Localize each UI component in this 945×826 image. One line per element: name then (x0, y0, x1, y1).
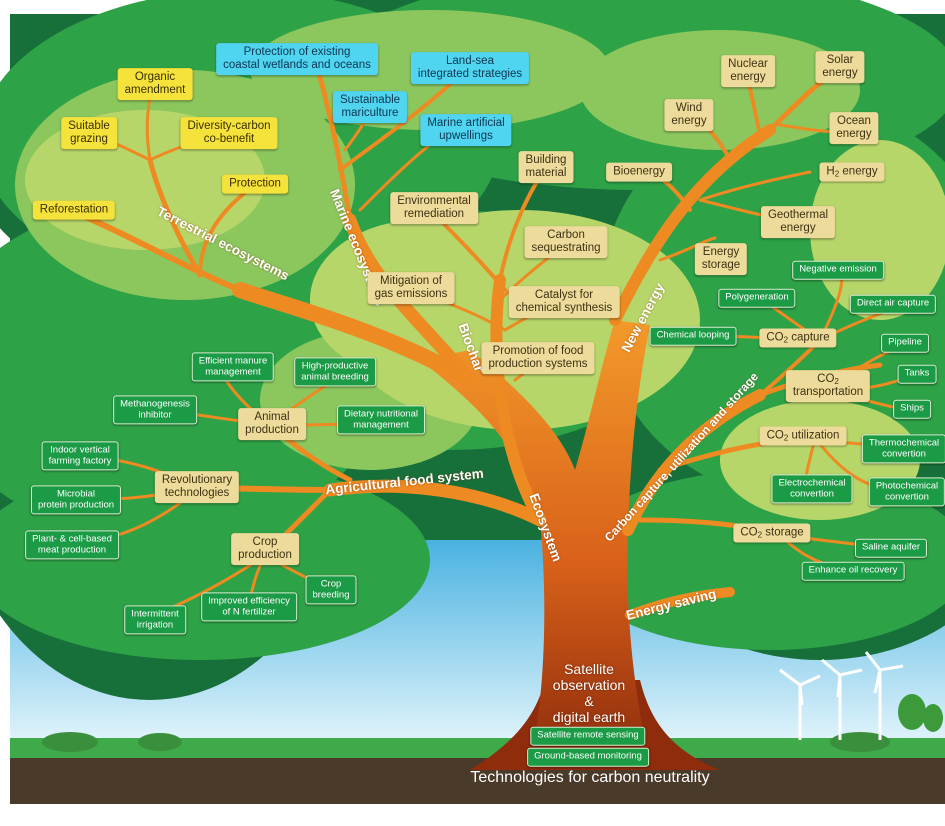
node-ships: Ships (893, 399, 931, 419)
diagram-title: Technologies for carbon neutrality (470, 769, 710, 786)
node-ground-based-monitoring: Ground-based monitoring (527, 747, 649, 767)
satellite-line-3: & (584, 693, 594, 710)
node-co2-capture: CO2 capture (759, 328, 837, 348)
node-co2-storage: CO2 storage (733, 523, 811, 543)
node-direct-air-capture: Direct air capture (849, 294, 937, 314)
node-reforestation: Reforestation (32, 200, 116, 220)
satellite-observation-label: Satellite observation & digital earth (553, 661, 625, 725)
node-pipeline: Pipeline (881, 333, 929, 353)
trunk (420, 320, 650, 760)
satellite-line-4: digital earth (552, 709, 626, 726)
node-polygeneration: Polygeneration (718, 288, 796, 308)
wind-turbines (779, 651, 904, 740)
node-negative-emission: Negative emission (792, 260, 884, 280)
satellite-line-1: Satellite (564, 661, 614, 677)
bushes (42, 732, 890, 752)
node-tanks: Tanks (897, 364, 937, 384)
small-trees (898, 694, 943, 732)
node-bioenergy: Bioenergy (606, 162, 672, 182)
node-chemical-looping: Chemical looping (649, 326, 737, 346)
node-protection: Protection (222, 174, 288, 194)
satellite-line-2: observation (552, 677, 626, 694)
node-h2-energy: H2 energy (819, 162, 885, 182)
node-saline-aquifer: Saline aquifer (854, 538, 928, 558)
node-enhance-oil-recovery: Enhance oil recovery (801, 561, 905, 581)
node-satellite-remote-sensing: Satellite remote sensing (530, 726, 646, 746)
node-co2-utilization: CO2 utilization (759, 426, 847, 446)
